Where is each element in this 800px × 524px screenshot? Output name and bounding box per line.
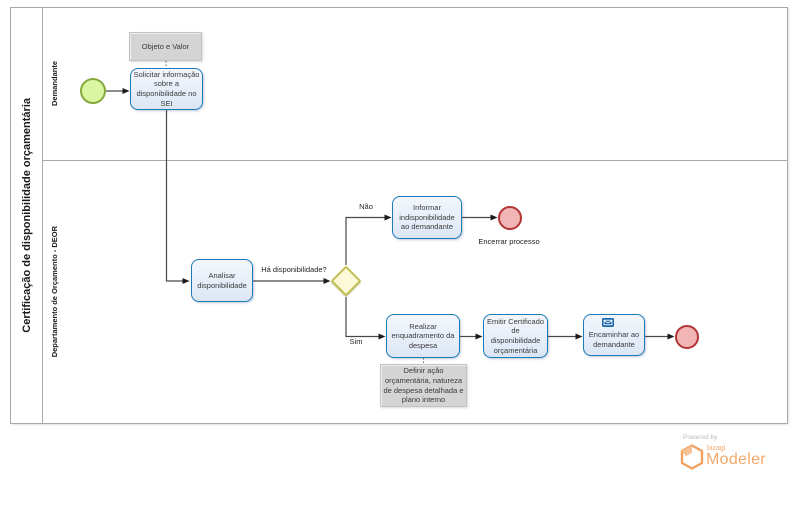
task-emitir-certificado[interactable]: Emitir Certificado de disponibilidade or… xyxy=(483,314,548,358)
annotation-definir-acao[interactable]: Definir ação orçamentária, natureza de d… xyxy=(380,364,467,407)
task-emitir-label: Emitir Certificado de disponibilidade or… xyxy=(486,316,545,355)
end-event-final[interactable] xyxy=(675,325,699,349)
flow-no-label: Não xyxy=(359,202,373,211)
task-informar-label: Informar indisponibilidade ao demandante xyxy=(399,203,455,232)
task-analisar-label: Analisar disponibilidade xyxy=(197,270,247,290)
send-envelope-icon xyxy=(602,318,614,327)
pool: Certificação de disponibilidade orçament… xyxy=(10,7,788,424)
pool-title-band: Certificação de disponibilidade orçament… xyxy=(11,8,43,423)
task-realizar-enquadramento[interactable]: Realizar enquadramento da despesa xyxy=(386,314,460,358)
bizagi-logo-icon xyxy=(680,444,704,470)
task-realizar-label: Realizar enquadramento da despesa xyxy=(391,321,455,350)
annotation-objeto-text: Objeto e Valor xyxy=(141,41,190,51)
modeler-product-text: Modeler xyxy=(706,451,766,468)
annotation-objeto-e-valor[interactable]: Objeto e Valor xyxy=(129,32,202,61)
task-informar-indisponibilidade[interactable]: Informar indisponibilidade ao demandante xyxy=(392,196,462,239)
start-event[interactable] xyxy=(80,78,106,104)
task-encaminhar-label: Encaminhar ao demandante xyxy=(588,329,640,349)
task-solicitar-label: Solicitar informação sobre a disponibili… xyxy=(133,69,200,108)
end-event-encerrar-label: Encerrar processo xyxy=(478,237,540,246)
lane-demandante-label: Demandante xyxy=(49,61,59,107)
pool-title: Certificação de disponibilidade orçament… xyxy=(20,98,33,333)
bizagi-branding: Powered by bizagi Modeler xyxy=(680,434,790,472)
lane-deor-label-band: Departamento de Orçamento - DEOR xyxy=(43,161,65,423)
task-solicitar-informacao[interactable]: Solicitar informação sobre a disponibili… xyxy=(130,68,203,110)
gateway-question-label: Há disponibilidade? xyxy=(261,265,327,274)
bizagi-brand-text: bizagi xyxy=(707,445,726,452)
task-encaminhar-demandante[interactable]: Encaminhar ao demandante xyxy=(583,314,645,356)
flow-yes-label: Sim xyxy=(349,337,363,346)
lane-demandante-label-band: Demandante xyxy=(43,8,65,160)
lane-deor-label: Departamento de Orçamento - DEOR xyxy=(49,226,59,358)
powered-by-text: Powered by xyxy=(683,434,718,441)
lane-demandante: Demandante xyxy=(43,8,787,161)
task-analisar-disponibilidade[interactable]: Analisar disponibilidade xyxy=(191,259,253,302)
end-event-encerrar[interactable] xyxy=(498,206,522,230)
annotation-definir-text: Definir ação orçamentária, natureza de d… xyxy=(383,366,464,405)
